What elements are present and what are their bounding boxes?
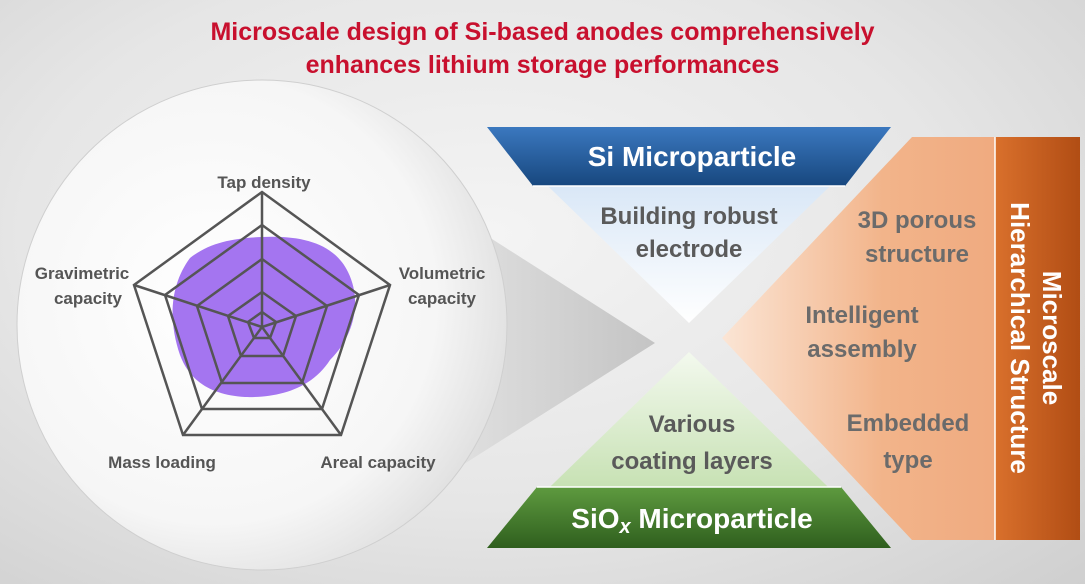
- axis-label-volumetric: Volumetric: [399, 264, 486, 283]
- siox-text-line-1: Various: [649, 411, 736, 438]
- hier-item-3-line-1: Embedded: [847, 410, 970, 437]
- axis-label-tap-density: Tap density: [217, 173, 311, 192]
- siox-title-prefix: SiO: [571, 503, 619, 534]
- siox-microparticle-block: Various coating layers SiOx Microparticl…: [487, 352, 891, 548]
- axis-label-areal-capacity: Areal capacity: [320, 453, 436, 472]
- hier-item-2-line-1: Intelligent: [805, 302, 918, 329]
- radar-chart: Tap density Volumetric capacity Areal ca…: [35, 173, 486, 472]
- hier-item-1-line-1: 3D porous: [858, 207, 977, 234]
- hier-vertical-title-1: Microscale: [1037, 271, 1067, 405]
- axis-label-gravimetric: Gravimetric: [35, 264, 130, 283]
- siox-text-line-2: coating layers: [611, 448, 772, 475]
- radar-grid: [132, 190, 392, 437]
- hier-item-3-line-2: type: [883, 447, 932, 474]
- title-line-1: Microscale design of Si-based anodes com…: [210, 18, 875, 46]
- si-microparticle-block: Si Microparticle Building robust electro…: [487, 127, 891, 323]
- hier-item-1-line-2: structure: [865, 241, 969, 268]
- axis-label-gravimetric-capacity: capacity: [54, 289, 123, 308]
- siox-title-suffix: Microparticle: [631, 503, 813, 534]
- si-microparticle-title: Si Microparticle: [588, 141, 797, 172]
- hierarchical-structure-block: 3D porous structure Intelligent assembly…: [722, 137, 1080, 540]
- axis-label-volumetric-capacity: capacity: [408, 289, 477, 308]
- si-text-line-1: Building robust: [600, 203, 777, 230]
- axis-label-mass-loading: Mass loading: [108, 453, 216, 472]
- hier-item-2-line-2: assembly: [807, 336, 917, 363]
- siox-microparticle-title: SiOx Microparticle: [571, 503, 812, 538]
- hier-vertical-title-2: Hierarchical Structure: [1005, 202, 1035, 474]
- siox-title-subscript: x: [619, 516, 632, 538]
- si-text-line-2: electrode: [636, 236, 743, 263]
- title-line-2: enhances lithium storage performances: [305, 51, 780, 79]
- hierarchical-vertical-bar: [995, 137, 1080, 540]
